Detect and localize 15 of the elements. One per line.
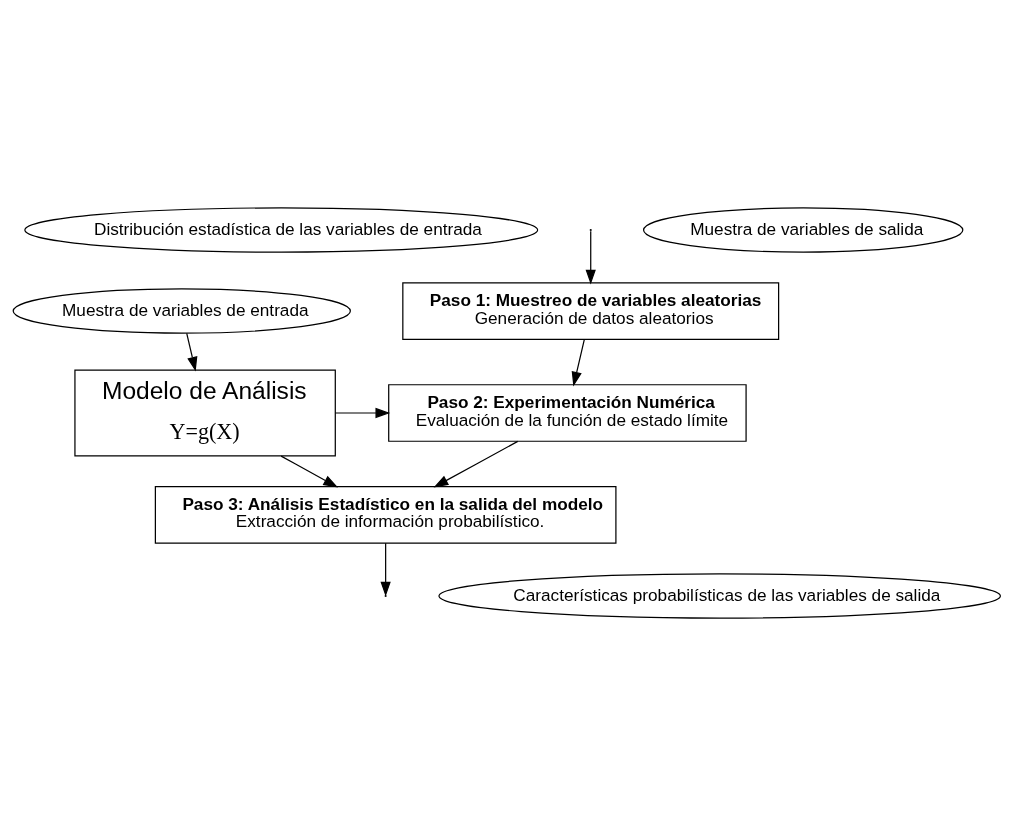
- arrow: [334, 407, 391, 419]
- node-ellipse: Distribución estadística de las variables de entrada: [24, 207, 539, 253]
- node-box: Paso 3: Análisis Estadístico en la salida del modelo Extracción de información probabilístico.: [154, 486, 617, 544]
- node-ellipse: Muestra de variables de salida: [642, 207, 964, 253]
- arrow: [280, 455, 339, 488]
- node-ellipse: Muestra de variables de entrada: [12, 288, 351, 334]
- arrow: [186, 332, 198, 372]
- arrow: [433, 440, 519, 488]
- node-box: Modelo de Análisis Y=g(X): [74, 369, 336, 457]
- node-box: Paso 2: Experimentación Numérica Evaluación de la función de estado límite: [388, 384, 747, 442]
- arrow: [380, 542, 391, 597]
- arrow: [571, 338, 585, 387]
- arrow: [585, 230, 596, 285]
- node-ellipse: Características probabilísticas de las variables de salida: [438, 573, 1001, 619]
- node-box: Paso 1: Muestreo de variables aleatorias Generación de datos aleatorios: [402, 282, 780, 340]
